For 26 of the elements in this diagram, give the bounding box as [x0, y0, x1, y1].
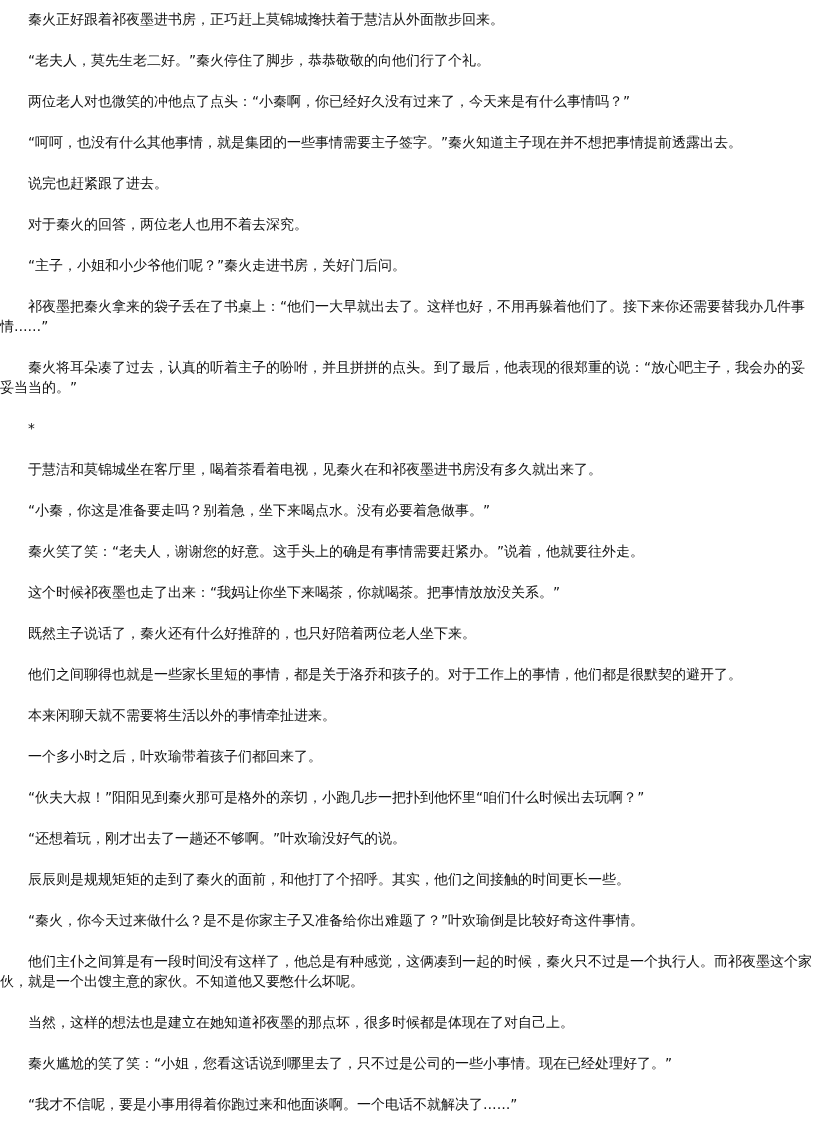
- paragraph: “主子，小姐和小少爷他们呢？”秦火走进书房，关好门后问。: [27, 256, 408, 275]
- paragraph: “我才不信呢，要是小事用得着你跑过来和他面谈啊。一个电话不就解决了……”: [27, 1095, 519, 1114]
- paragraph: 这个时候祁夜墨也走了出来：“我妈让你坐下来喝茶，你就喝茶。把事情放放没关系。”: [27, 583, 562, 602]
- scene-break-mark: *: [27, 419, 35, 438]
- paragraph: 既然主子说话了，秦火还有什么好推辞的，也只好陪着两位老人坐下来。: [27, 624, 477, 643]
- paragraph: 他们之间聊得也就是一些家长里短的事情，都是关于洛乔和孩子的。对于工作上的事情，他们都是很默契的避开了。: [27, 665, 743, 684]
- paragraph: 他们主仆之间算是有一段时间没有这样了，他总是有种感觉，这俩凑到一起的时候，秦火只不过是一个执行人。而祁夜墨这个家伙，就是一个出馊主意的家伙。不知道他又要憋什么坏呢。: [0, 952, 813, 991]
- paragraph: 祁夜墨把秦火拿来的袋子丢在了书桌上：“他们一大早就出去了。这样也好，不用再躲着他们了。接下来你还需要替我办几件事情……”: [0, 297, 807, 336]
- paragraph: “小秦，你这是准备要走吗？别着急，坐下来喝点水。没有必要着急做事。”: [27, 501, 492, 520]
- paragraph: 秦火尴尬的笑了笑：“小姐，您看这话说到哪里去了，只不过是公司的一些小事情。现在已经处理好了。”: [27, 1054, 674, 1073]
- paragraph: “呵呵，也没有什么其他事情，就是集团的一些事情需要主子签字。”秦火知道主子现在并不想把事情提前透露出去。: [27, 133, 744, 152]
- paragraph: 一个多小时之后，叶欢瑜带着孩子们都回来了。: [27, 747, 323, 766]
- paragraph: 秦火正好跟着祁夜墨进书房，正巧赶上莫锦城搀扶着于慧洁从外面散步回来。: [27, 10, 505, 29]
- paragraph: “伙夫大叔！”阳阳见到秦火那可是格外的亲切，小跑几步一把扑到他怀里“咱们什么时候出去玩啊？”: [27, 788, 646, 807]
- paragraph: “还想着玩，刚才出去了一趟还不够啊。”叶欢瑜没好气的说。: [27, 829, 408, 848]
- paragraph: 对于秦火的回答，两位老人也用不着去深究。: [27, 215, 309, 234]
- paragraph: “秦火，你今天过来做什么？是不是你家主子又准备给你出难题了？”叶欢瑜倒是比较好奇这件事情。: [27, 911, 646, 930]
- paragraph: 秦火将耳朵凑了过去，认真的听着主子的吩咐，并且拼拼的点头。到了最后，他表现的很郑重的说：“放心吧主子，我会办的妥妥当当的。”: [0, 358, 807, 397]
- paragraph: 于慧洁和莫锦城坐在客厅里，喝着茶看着电视，见秦火在和祁夜墨进书房没有多久就出来了。: [27, 460, 603, 479]
- paragraph: 辰辰则是规规矩矩的走到了秦火的面前，和他打了个招呼。其实，他们之间接触的时间更长一些。: [27, 870, 631, 889]
- paragraph: “老夫人，莫先生老二好。”秦火停住了脚步，恭恭敬敬的向他们行了个礼。: [27, 51, 492, 70]
- paragraph: 当然，这样的想法也是建立在她知道祁夜墨的那点坏，很多时候都是体现在了对自己上。: [27, 1013, 575, 1032]
- paragraph: 本来闲聊天就不需要将生活以外的事情牵扯进来。: [27, 706, 337, 725]
- paragraph: 说完也赶紧跟了进去。: [27, 174, 169, 193]
- paragraph: 秦火笑了笑：“老夫人，谢谢您的好意。这手头上的确是有事情需要赶紧办。”说着，他就要往外走。: [27, 542, 646, 561]
- paragraph: 两位老人对也微笑的冲他点了点头：“小秦啊，你已经好久没有过来了，今天来是有什么事情吗？”: [27, 92, 632, 111]
